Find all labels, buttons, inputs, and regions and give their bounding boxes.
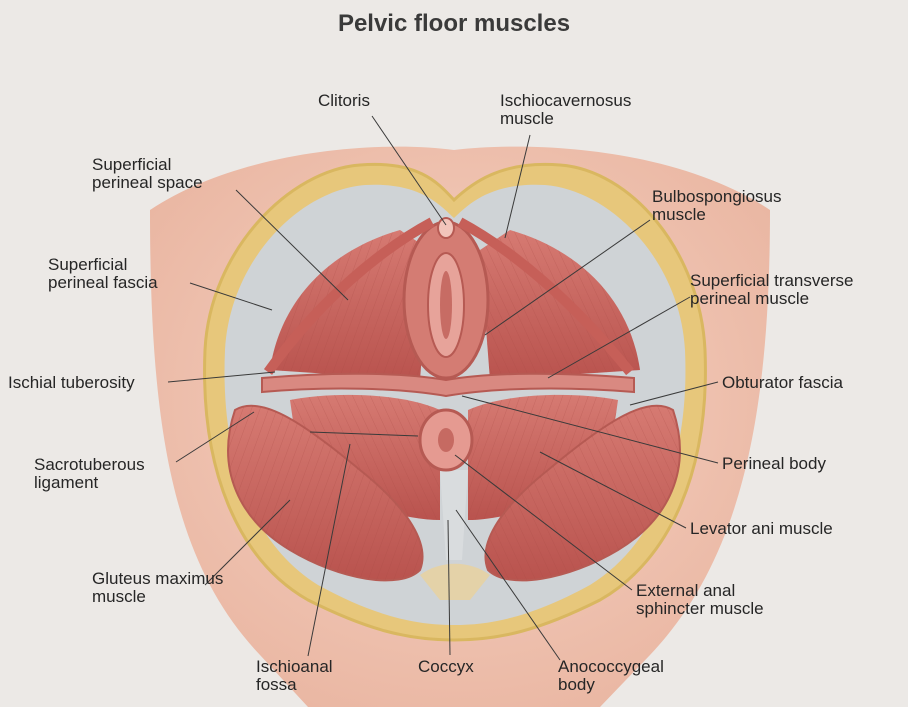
leader-obturator-fascia [629,381,719,406]
clitoris-body [437,217,455,239]
leader-sacrotuberous [175,411,255,463]
diagram-title: Pelvic floor muscles [337,10,571,37]
label-perineal-body: Perineal body [722,454,826,473]
label-obturator-fascia: Obturator fascia [722,373,843,392]
leader-ischioanal-fossa-branch [309,431,419,437]
leader-clitoris [371,115,447,226]
leader-coccyx [447,519,451,656]
label-coccyx: Coccyx [418,657,474,676]
leader-ischiocavernosus [504,134,531,239]
label-ischial-tuberosity: Ischial tuberosity [8,373,135,392]
leader-superficial-perineal-space [235,189,349,301]
leader-lines [167,115,719,661]
leader-bulbospongiosus [484,219,651,336]
leader-superficial-transverse [547,296,691,379]
coccyx-shape [420,563,490,600]
anus [438,428,454,452]
leader-external-anal-sphincter [454,454,633,591]
anococcygeal-body [440,470,468,560]
leader-levator-ani [539,451,687,529]
leader-anococcygeal [455,509,561,661]
ischiocavernosus-left [263,217,435,375]
leader-perineal-body [461,395,719,464]
ischiocavernosus-right [457,217,634,376]
leader-superficial-perineal-fascia [189,282,273,311]
label-levator-ani: Levator ani muscle [690,519,833,538]
label-clitoris: Clitoris [318,91,370,110]
leader-gluteus-maximus [204,499,291,586]
leader-ischioanal-fossa [307,443,351,657]
leader-ischial-tuberosity [167,371,276,383]
transverse-perineal-band [261,372,635,398]
